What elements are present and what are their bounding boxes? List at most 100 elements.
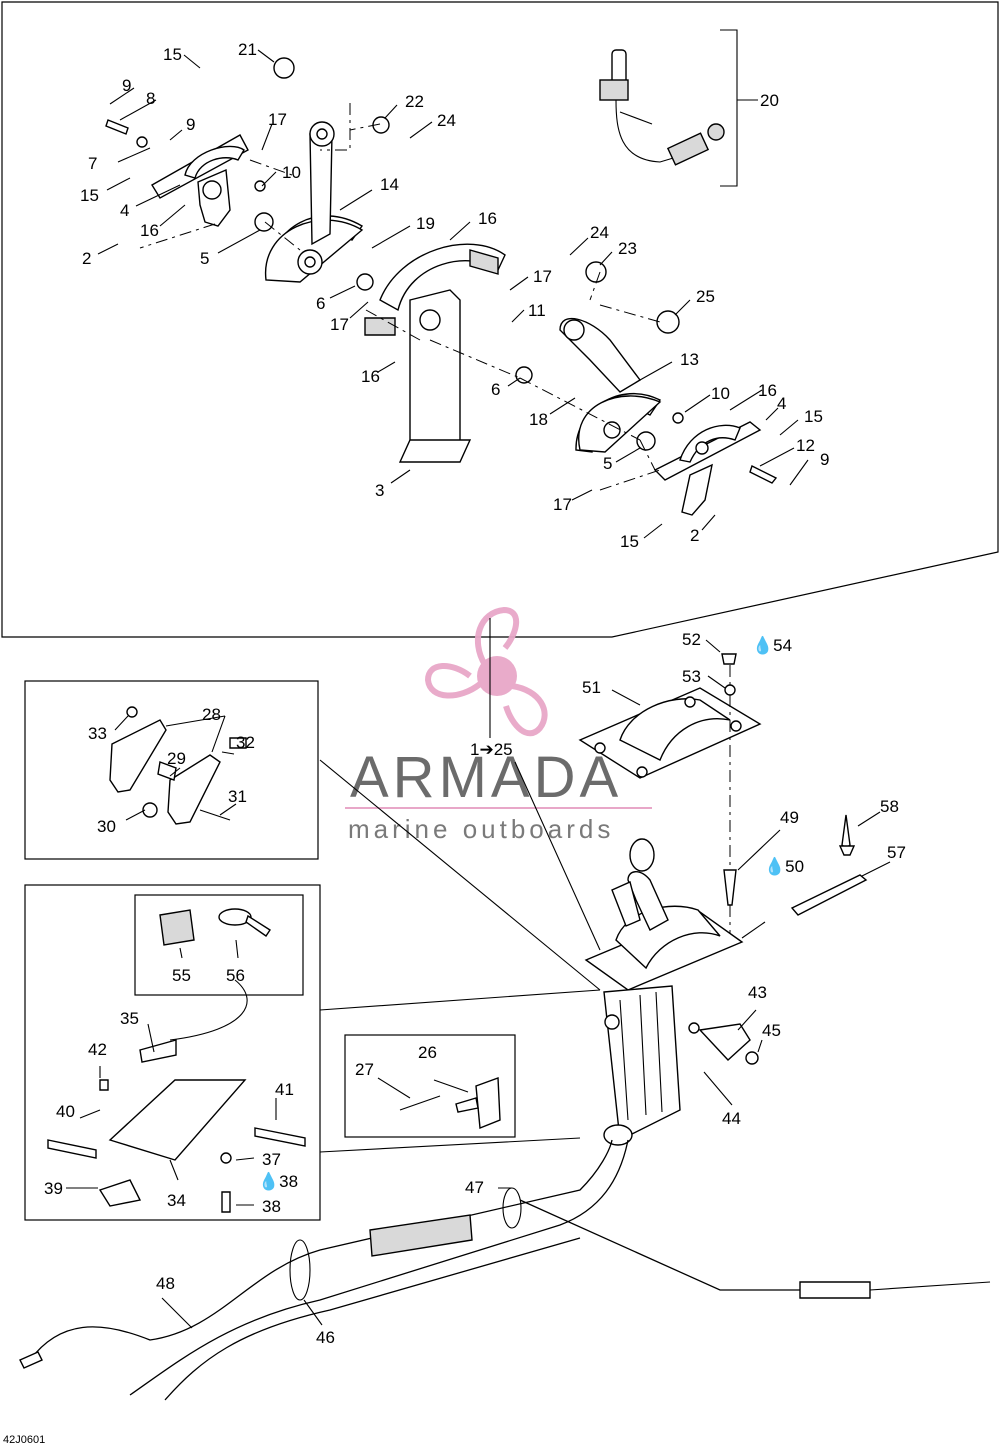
control-housing-part-3: [356, 243, 533, 463]
inset-frame-fitting: [344, 1034, 516, 1138]
cable-tie-part-56: [218, 908, 271, 937]
callout-53: 53: [682, 667, 701, 686]
callout-50: 💧50: [764, 856, 804, 876]
callout-9: 9: [122, 76, 131, 95]
screw-part-49: [723, 869, 737, 906]
left-lever-assembly: [105, 57, 390, 283]
cables-part-48: [19, 1139, 991, 1401]
callout-13: 13: [680, 350, 699, 369]
group-reference-line: [489, 618, 601, 951]
cable-tie-mount-part-55: [159, 909, 195, 946]
callout-49: 49: [780, 808, 799, 827]
callout-group-1-25: 1➔25: [470, 740, 513, 759]
callout-24: 24: [437, 111, 456, 130]
callout-17: 17: [553, 495, 572, 514]
callout-10: 10: [282, 163, 301, 182]
callout-16: 16: [758, 381, 777, 400]
callout-45: 45: [762, 1021, 781, 1040]
callout-7: 7: [88, 154, 97, 173]
callout-4: 4: [777, 394, 786, 413]
watermark-tagline: marine outboards: [348, 814, 614, 844]
callout-23: 23: [618, 239, 637, 258]
bracket-part-44: [698, 1023, 751, 1061]
callout-29: 29: [167, 749, 186, 768]
callout-33: 33: [88, 724, 107, 743]
callout-51: 51: [582, 678, 601, 697]
watermark-logo: [424, 606, 548, 737]
callout-14: 14: [380, 175, 399, 194]
callout-6: 6: [316, 294, 325, 313]
callout-43: 43: [748, 983, 767, 1002]
fitting-part-26: [399, 1077, 501, 1129]
callout-30: 30: [97, 817, 116, 836]
callout-52: 52: [682, 630, 701, 649]
callout-15: 15: [620, 532, 639, 551]
control-box-assembly: [584, 838, 744, 1146]
callout-57: 57: [887, 843, 906, 862]
callout-11: 11: [528, 301, 546, 320]
callout-56: 56: [226, 966, 245, 985]
mount-bracket-part-34: [47, 979, 306, 1213]
right-lever-assembly: [559, 261, 778, 516]
callout-38: 💧38: [258, 1171, 298, 1191]
callout-42: 42: [88, 1040, 107, 1059]
callout-6: 6: [491, 380, 500, 399]
assembly-line: [139, 103, 661, 491]
callout-34: 34: [167, 1191, 186, 1210]
callout-37: 37: [262, 1150, 281, 1169]
leader-lines-upper: [97, 49, 809, 539]
callout-17: 17: [330, 315, 349, 334]
callout-8: 8: [146, 89, 155, 108]
callout-2: 2: [82, 249, 91, 268]
pin-part-58: [838, 814, 856, 856]
callout-38: 38: [262, 1197, 281, 1216]
callout-5: 5: [200, 249, 209, 268]
callout-39: 39: [44, 1179, 63, 1198]
callout-58: 58: [880, 797, 899, 816]
console-cover-part-51: [578, 687, 762, 779]
harness-part-20: [599, 49, 725, 166]
callout-19: 19: [416, 214, 435, 233]
callout-3: 3: [375, 481, 384, 500]
callout-27: 27: [355, 1060, 374, 1079]
callout-17: 17: [268, 110, 287, 129]
callout-31: 31: [228, 787, 247, 806]
inset-frame-ties: [134, 894, 304, 996]
callout-4: 4: [120, 201, 129, 220]
callout-40: 40: [56, 1102, 75, 1121]
callout-24: 24: [590, 223, 609, 242]
callout-32: 32: [236, 733, 255, 752]
callout-17: 17: [533, 267, 552, 286]
watermark-brand: ARMADA: [350, 745, 622, 810]
callout-55: 55: [172, 966, 191, 985]
callout-28: 28: [202, 705, 221, 724]
callout-35: 35: [120, 1009, 139, 1028]
plate-part-57: [790, 874, 868, 916]
diagram-code: 42J0601: [3, 1434, 45, 1446]
inset-frame-pivot: [24, 680, 319, 860]
callout-10: 10: [711, 384, 730, 403]
callout-12: 12: [796, 436, 815, 455]
callout-22: 22: [405, 92, 424, 111]
callout-21: 21: [238, 40, 257, 59]
inset-frame-mount: [24, 884, 321, 1221]
callout-16: 16: [140, 221, 159, 240]
nut-part-45: [745, 1051, 759, 1065]
callout-25: 25: [696, 287, 715, 306]
callout-26: 26: [418, 1043, 437, 1062]
callout-46: 46: [316, 1328, 335, 1347]
leader-lines-lower: [66, 639, 891, 1329]
callout-16: 16: [478, 209, 497, 228]
upper-view-frame: [1, 1, 999, 638]
bolt-part-43: [688, 1022, 700, 1034]
bracket-20: [720, 29, 758, 187]
callout-2: 2: [690, 526, 699, 545]
callout-18: 18: [529, 410, 548, 429]
screw-part-52: [721, 653, 737, 696]
callout-41: 41: [275, 1080, 294, 1099]
callout-20: 20: [760, 91, 779, 110]
callout-9: 9: [820, 450, 829, 469]
callout-47: 47: [465, 1178, 484, 1197]
callout-15: 15: [80, 186, 99, 205]
